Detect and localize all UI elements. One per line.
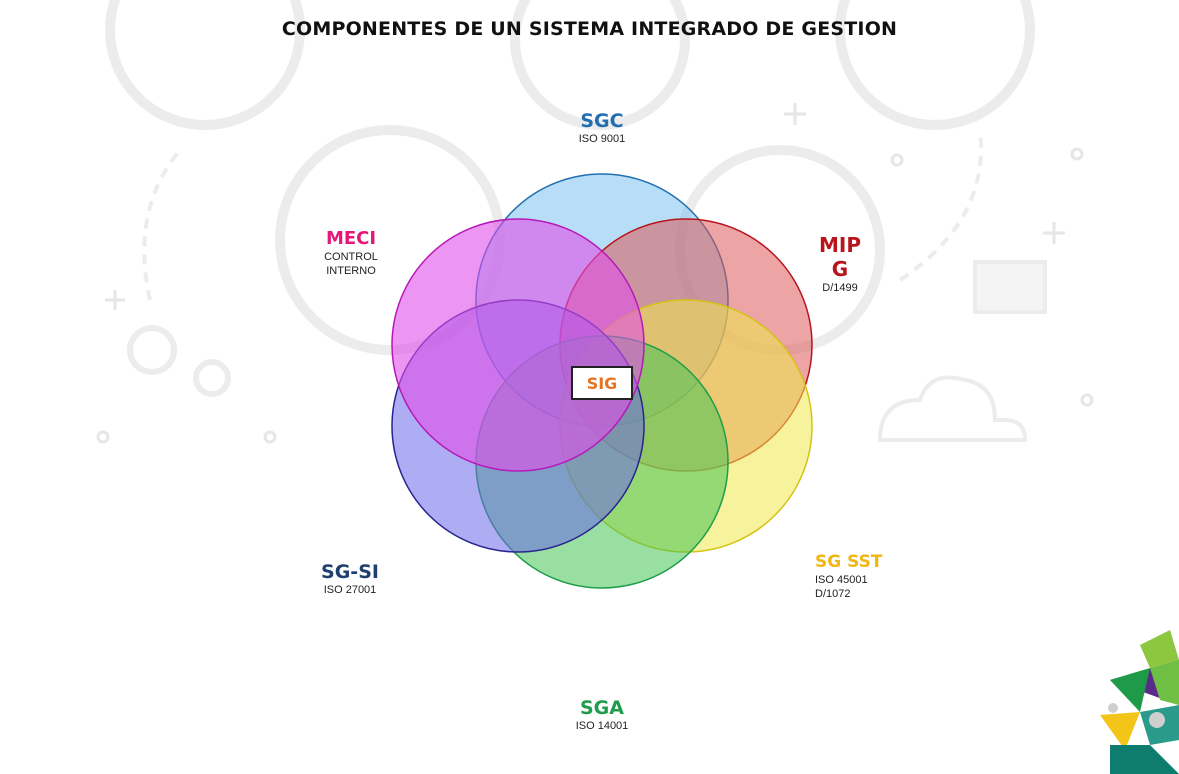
center-sig-label: SIG (571, 366, 633, 400)
label-sgc-standard: ISO 9001 (578, 133, 626, 145)
label-sga-standard: ISO 14001 (575, 720, 629, 732)
label-sgsst: SG SST ISO 45001 D/1072 (815, 551, 925, 601)
label-sgsst-sub2: D/1072 (815, 588, 851, 600)
label-sgsi-name: SG-SI (321, 561, 379, 583)
label-meci-sub2: INTERNO (326, 265, 376, 277)
label-sgsi: SG-SI ISO 27001 (300, 561, 400, 597)
label-sgsst-name: SG SST (815, 552, 883, 572)
label-mipg-name: MIP G (818, 233, 861, 281)
label-meci-name: MECI (325, 228, 377, 249)
page-title: COMPONENTES DE UN SISTEMA INTEGRADO DE G… (281, 18, 898, 40)
label-mipg-sub: D/1499 (822, 282, 858, 294)
circle-meci (391, 218, 645, 472)
label-meci-sub1: CONTROL (324, 251, 378, 263)
label-sga-name: SGA (580, 697, 624, 719)
label-sgc-name: SGC (580, 110, 624, 132)
label-sgsst-sub1: ISO 45001 (815, 574, 868, 586)
venn-circles (391, 173, 813, 589)
label-meci: MECI CONTROL INTERNO (306, 228, 396, 278)
label-sga: SGA ISO 14001 (552, 697, 652, 733)
background-sparkles (96, 103, 1094, 444)
label-sgc: SGC ISO 9001 (552, 110, 652, 146)
label-sgsi-standard: ISO 27001 (323, 584, 377, 596)
corner-logo (1100, 630, 1179, 774)
label-mipg: MIP G D/1499 (800, 233, 880, 295)
